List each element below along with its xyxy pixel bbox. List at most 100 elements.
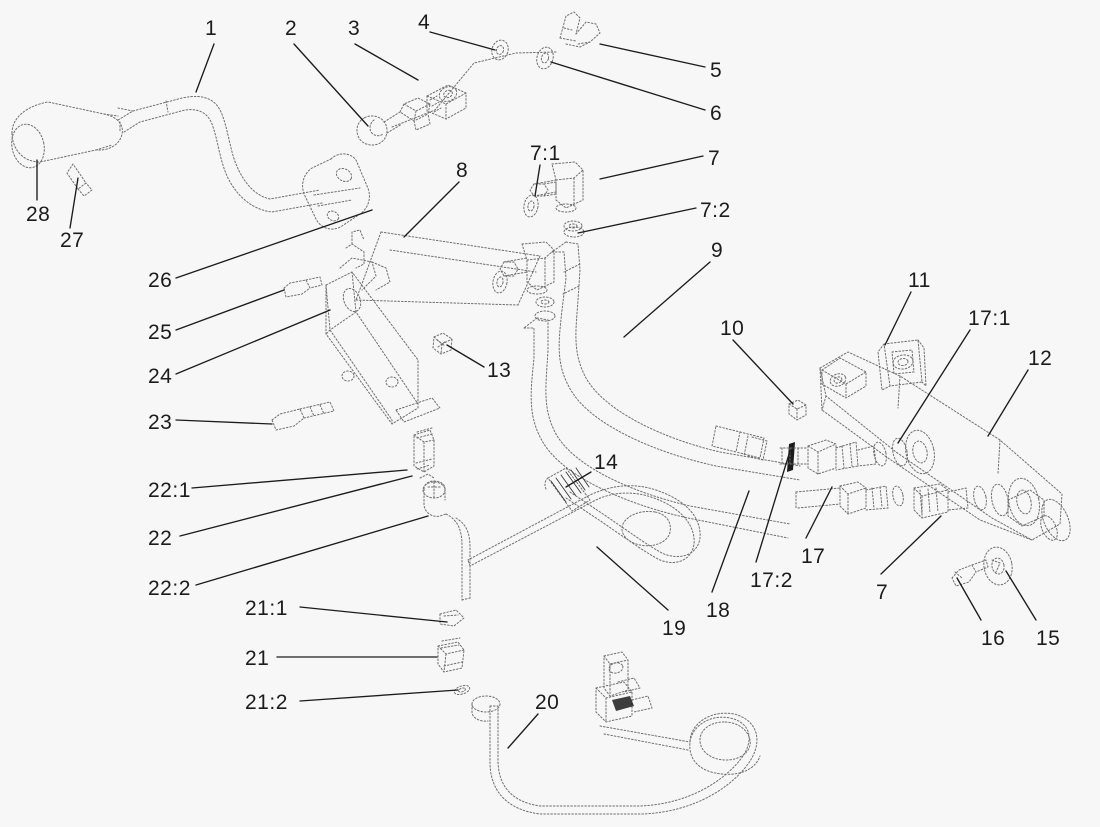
leader-line-2 (293, 43, 369, 127)
callout-label-6: 6 (710, 102, 723, 125)
leader-line-12 (987, 369, 1029, 437)
callout-label-19: 19 (662, 617, 687, 640)
part-19-tube-loop (467, 485, 701, 567)
callout-label-21-1: 21:1 (245, 597, 288, 620)
part-7-1-washer-mid (492, 270, 508, 294)
part-7-elbow-upper (529, 161, 585, 238)
callout-label-10: 10 (720, 317, 745, 340)
part-13-hex-nut (432, 332, 453, 355)
leader-line-24 (175, 309, 331, 375)
callout-label-21-2: 21:2 (245, 691, 288, 714)
leader-line-15 (1005, 570, 1037, 621)
callout-label-2: 2 (285, 17, 298, 40)
part-6-washer (536, 46, 554, 70)
callout-label-4: 4 (418, 11, 431, 34)
leader-line-26 (175, 209, 373, 279)
leader-line-22-2 (195, 515, 429, 586)
leader-line-21-2 (299, 689, 459, 702)
leader-lines (36, 31, 1037, 749)
callout-label-14: 14 (594, 451, 619, 474)
part-22-fitting (419, 473, 447, 517)
leader-line-10 (732, 339, 794, 405)
callout-label-7: 7 (708, 147, 721, 170)
part-5-clip (559, 11, 601, 48)
leader-line-4 (429, 31, 496, 51)
callout-label-5: 5 (710, 59, 723, 82)
part-9-hose (551, 241, 801, 481)
part-1-tube (117, 96, 323, 213)
callout-label-16: 16 (981, 627, 1006, 650)
part-9b-hose-lower (523, 317, 791, 539)
part-7-2-seal-mid (535, 296, 555, 308)
leader-line-18 (711, 490, 750, 593)
part-3-union-bolt (399, 97, 431, 131)
leader-line-17-2 (755, 450, 791, 563)
leader-line-1 (195, 43, 215, 93)
part-17-2-pin (787, 442, 795, 472)
part-17-fitting-upper (779, 429, 935, 475)
callout-label-26: 26 (148, 269, 173, 292)
leader-line-17 (805, 486, 833, 539)
part-15-washer (983, 546, 1013, 586)
leader-line-21-1 (299, 606, 448, 623)
leader-line-25 (175, 289, 285, 331)
part-3-block (426, 84, 467, 120)
part-14-coil-sleeve (544, 467, 591, 512)
part-7-1-washer-upper (523, 194, 539, 218)
part-16-bolt (951, 559, 989, 587)
leader-line-14 (565, 471, 592, 488)
part-20-tube-loop (471, 695, 761, 815)
callout-label-23: 23 (148, 411, 173, 434)
part-2-banjo-eye (356, 111, 403, 146)
callout-label-22-1: 22:1 (148, 479, 191, 502)
part-11-clip-plate (877, 339, 927, 391)
leader-line-22 (179, 475, 413, 537)
callout-label-20: 20 (535, 691, 560, 714)
part-21-2-seal (453, 684, 471, 696)
part-26-bracket (302, 153, 370, 230)
callout-label-27: 27 (60, 229, 85, 252)
leader-line-19 (596, 546, 669, 611)
leader-line-7-2 (577, 207, 697, 234)
callout-label-12: 12 (1028, 347, 1053, 370)
callout-label-22: 22 (148, 527, 173, 550)
part-25-bolt (283, 276, 323, 298)
leader-line-11 (884, 291, 912, 346)
callout-label-28: 28 (26, 203, 51, 226)
part-24-valve-body (325, 229, 441, 425)
part-7-fitting-lower-row (795, 477, 1040, 527)
part-22-2-line (445, 513, 471, 601)
leader-line-17-1 (897, 329, 971, 444)
callout-label-7-1: 7:1 (530, 142, 561, 165)
part-21-fitting (437, 637, 465, 673)
part-21-1-flange (439, 609, 465, 627)
callout-label-25: 25 (148, 321, 173, 344)
leader-line-6 (550, 61, 706, 111)
callout-label-17-2: 17:2 (750, 569, 793, 592)
leader-line-7-1 (534, 164, 541, 197)
part-27-pin (66, 163, 93, 197)
callout-label-18: 18 (706, 599, 731, 622)
leader-line-27 (69, 177, 79, 229)
leader-line-23 (175, 419, 273, 425)
callout-label-15: 15 (1036, 627, 1061, 650)
callout-label-13: 13 (487, 359, 512, 382)
part-7-2-seal-upper (563, 220, 583, 232)
part-28-hose-grip (11, 101, 123, 169)
callout-label-21: 21 (245, 647, 270, 670)
leader-line-8 (403, 181, 460, 238)
part-4-washer (491, 39, 509, 61)
callout-label-17: 17 (801, 545, 826, 568)
part-12-manifold (819, 351, 1071, 542)
callout-label-11: 11 (908, 269, 931, 292)
leader-line-5 (599, 43, 706, 68)
callout-label-8: 8 (456, 159, 469, 182)
leader-line-3 (354, 43, 419, 81)
leader-line-13 (446, 344, 485, 368)
part-22-1-valve-stem (413, 427, 435, 473)
callout-label-1: 1 (205, 17, 218, 40)
part-clamp-lower (595, 651, 653, 723)
leader-line-7 (880, 515, 942, 575)
part-7-elbow-mid (499, 241, 556, 322)
